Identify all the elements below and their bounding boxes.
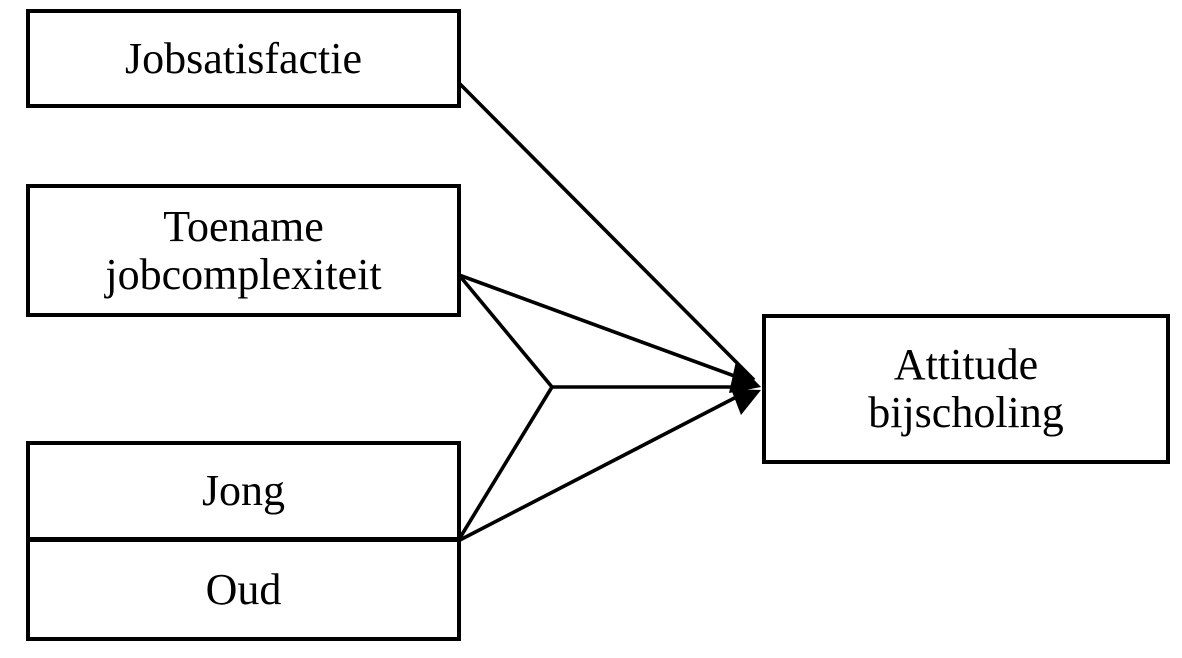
cell-oud: Oud — [30, 542, 457, 637]
arrowhead-lower — [731, 389, 761, 415]
arrowhead-upper — [729, 361, 761, 393]
cell-jong-label: Jong — [201, 466, 286, 516]
box-toename-label-line2: jobcomplexiteit — [105, 249, 382, 299]
box-attitude-label-line1: Attitude — [893, 340, 1039, 390]
edge-jong-oud-to-junction — [456, 386, 554, 542]
box-attitude-label-line2: bijscholing — [868, 388, 1064, 437]
box-jong-oud-group: Jong Oud — [26, 441, 461, 641]
box-toename-label-line1: Toename — [163, 201, 324, 251]
edge-jong-oud-to-attitude — [457, 389, 749, 543]
edge-toename-to-junction — [457, 273, 554, 389]
box-toename-jobcomplexiteit: Toename jobcomplexiteit — [26, 184, 461, 317]
cell-jong: Jong — [30, 445, 457, 542]
edge-jobsatisfactie-to-attitude — [457, 81, 756, 382]
box-attitude-bijscholing: Attitude bijscholing — [762, 314, 1170, 464]
edge-toename-to-attitude — [458, 273, 749, 383]
box-jobsatisfactie: Jobsatisfactie — [26, 9, 461, 108]
box-jobsatisfactie-label: Jobsatisfactie — [124, 33, 363, 83]
cell-oud-label: Oud — [205, 564, 282, 614]
